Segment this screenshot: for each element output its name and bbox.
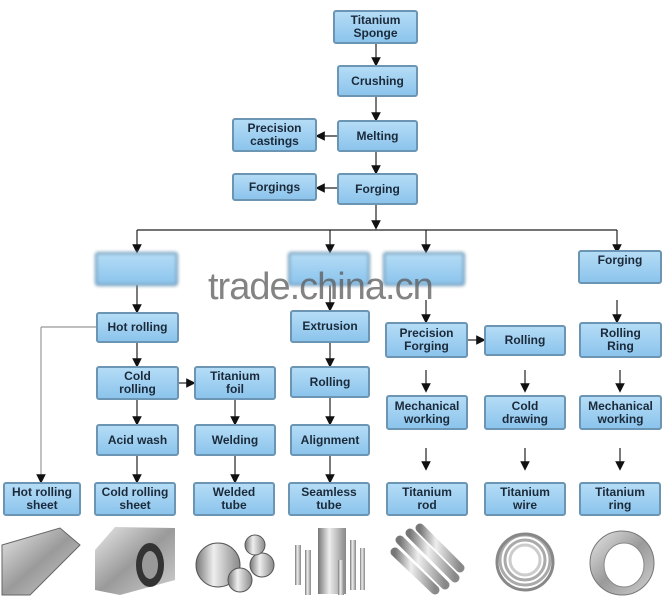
- node-alignment: Alignment: [290, 424, 370, 456]
- seamless-tube-image: [295, 528, 365, 595]
- rod-image: [390, 523, 465, 595]
- node-welding: Welding: [194, 424, 276, 456]
- node-forgings: Forgings: [232, 173, 317, 201]
- node-branch-2: [288, 252, 370, 286]
- product-welded-tube: Welded tube: [193, 482, 275, 516]
- node-precision-castings: Precision castings: [232, 118, 317, 152]
- node-crushing: Crushing: [337, 65, 418, 97]
- node-branch-3: [383, 252, 465, 286]
- product-titanium-wire: Titanium wire: [484, 482, 566, 516]
- product-hot-rolling-sheet: Hot rolling sheet: [3, 482, 81, 516]
- product-titanium-ring: Titanium ring: [579, 482, 661, 516]
- coil-image: [95, 527, 175, 595]
- node-cold-drawing: Cold drawing: [484, 395, 566, 430]
- product-seamless-tube: Seamless tube: [288, 482, 370, 516]
- node-melting: Melting: [337, 120, 418, 152]
- node-rolling-ring: Rolling Ring: [579, 322, 662, 358]
- node-hot-rolling: Hot rolling: [96, 312, 179, 343]
- ring-image: [589, 530, 655, 596]
- node-branch-1: [95, 252, 178, 286]
- node-cold-rolling: Cold rolling: [96, 366, 179, 400]
- product-titanium-rod: Titanium rod: [386, 482, 468, 516]
- node-mechanical-working-rod: Mechanical working: [386, 395, 468, 430]
- node-extrusion: Extrusion: [290, 310, 370, 343]
- node-forging: Forging: [337, 173, 418, 205]
- wire-image: [495, 532, 555, 592]
- node-acid-wash: Acid wash: [96, 424, 179, 456]
- node-precision-forging: Precision Forging: [385, 322, 468, 358]
- welded-tube-image: [195, 534, 275, 593]
- node-branch-forging: Forging: [578, 250, 662, 284]
- watermark: trade.china.cn: [208, 266, 434, 308]
- node-rolling-wire: Rolling: [484, 325, 566, 356]
- node-rolling-tube: Rolling: [290, 366, 370, 398]
- node-mechanical-working-ring: Mechanical working: [579, 395, 662, 430]
- node-titanium-foil: Titanium foil: [194, 366, 276, 400]
- sheet-image: [1, 527, 81, 596]
- product-cold-rolling-sheet: Cold rolling sheet: [94, 482, 176, 516]
- node-titanium-sponge: Titanium Sponge: [333, 10, 418, 44]
